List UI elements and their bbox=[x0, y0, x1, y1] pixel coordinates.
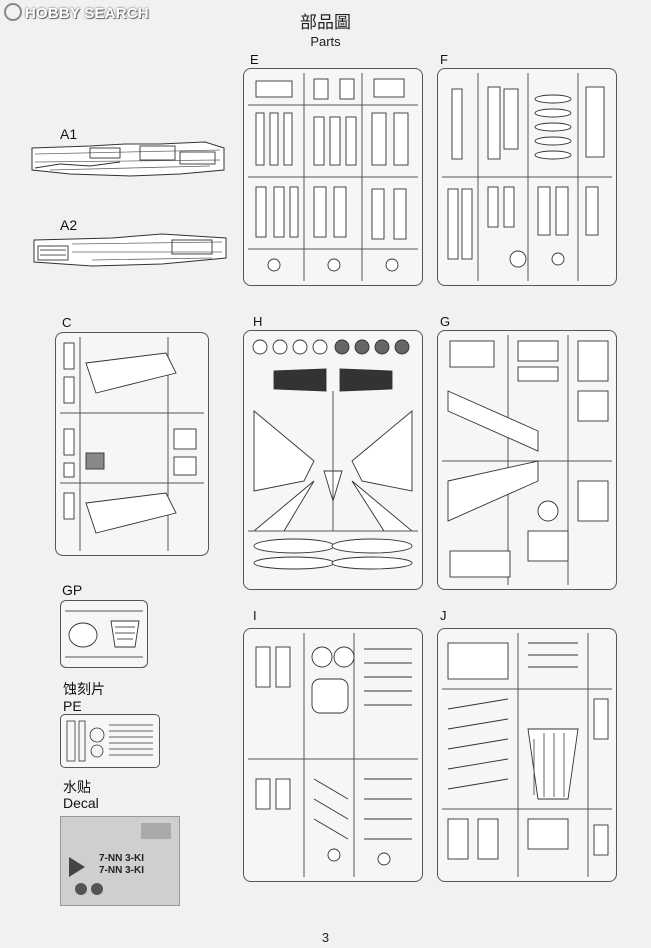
sprue-j-drawing bbox=[442, 633, 612, 877]
sprue-label-h: H bbox=[253, 314, 263, 329]
pe-fret-frame bbox=[60, 714, 160, 768]
sprue-j-frame bbox=[437, 628, 617, 882]
sprue-f-drawing bbox=[442, 73, 612, 281]
decal-label-cn: 水贴 bbox=[63, 779, 91, 795]
sprue-e-frame bbox=[243, 68, 423, 286]
page-title-english: Parts bbox=[310, 34, 341, 49]
sprue-label-i: I bbox=[253, 608, 257, 623]
decal-text-2: 7-NN 3-KI bbox=[99, 865, 145, 876]
sprue-label-gp: GP bbox=[62, 582, 83, 598]
decal-text-1: 7-NN 3-KI bbox=[99, 853, 145, 864]
hobby-search-watermark: HOBBY SEARCH bbox=[4, 3, 149, 22]
pe-label-en: PE bbox=[63, 698, 82, 714]
sprue-e-drawing bbox=[248, 73, 418, 281]
decal-sheet: 7-NN 3-KI 7-NN 3-KI bbox=[60, 816, 180, 906]
page-title-chinese: 部品圖 bbox=[300, 13, 351, 32]
sprue-c-frame bbox=[55, 332, 209, 556]
sprue-h-drawing bbox=[248, 339, 418, 570]
sprue-h-frame bbox=[243, 330, 423, 590]
sprue-label-e: E bbox=[250, 52, 259, 67]
sprue-label-a2: A2 bbox=[60, 217, 78, 233]
sprue-g-frame bbox=[437, 330, 617, 590]
sprue-label-g: G bbox=[440, 314, 451, 329]
hobby-search-logo-icon bbox=[4, 3, 22, 21]
sprue-label-j: J bbox=[440, 608, 447, 623]
sprue-f-frame bbox=[437, 68, 617, 286]
sprue-a1-drawing bbox=[31, 141, 225, 177]
page-number: 3 bbox=[321, 930, 330, 945]
sprue-c-drawing bbox=[60, 337, 204, 551]
sprue-label-c: C bbox=[62, 315, 72, 330]
sprue-gp-frame bbox=[60, 600, 148, 668]
pe-label-cn: 蚀刻片 bbox=[63, 681, 105, 697]
sprue-g-drawing bbox=[442, 335, 612, 585]
pe-fret-drawing bbox=[66, 720, 153, 762]
sprue-i-frame bbox=[243, 628, 423, 882]
sprue-a2-drawing bbox=[33, 233, 227, 267]
sprue-label-a1: A1 bbox=[60, 126, 78, 142]
decal-label-en: Decal bbox=[63, 795, 99, 811]
sprue-label-f: F bbox=[440, 52, 448, 67]
decal-markings bbox=[69, 823, 171, 895]
sprue-gp-drawing bbox=[65, 610, 143, 658]
sprue-i-drawing bbox=[248, 633, 418, 877]
